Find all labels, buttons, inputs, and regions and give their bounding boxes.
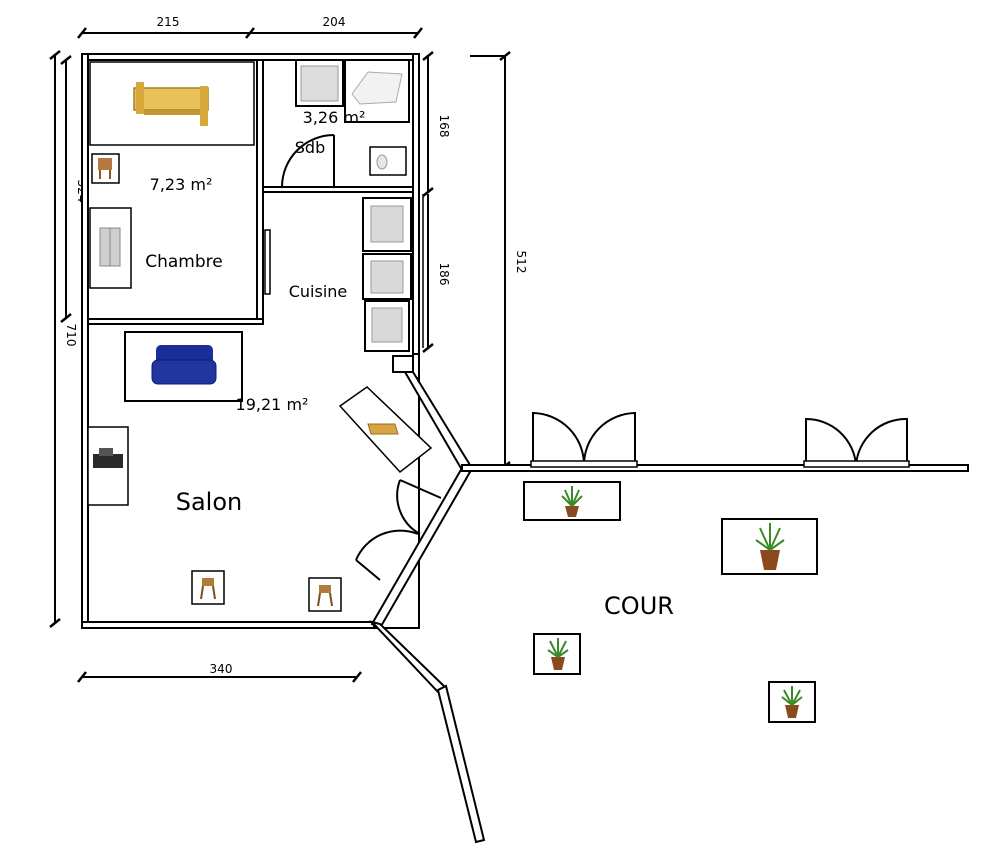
dim-right-total: 512 [514, 251, 528, 274]
kitchen-appliance-2-icon [362, 253, 412, 300]
chair-2-icon [308, 577, 342, 612]
salon-door-lower [355, 529, 419, 581]
dimension-lines [49, 27, 511, 683]
nightstand-icon [91, 153, 120, 184]
cour-double-door-left [532, 411, 636, 466]
plant-2-icon [721, 518, 818, 575]
salon-name: Salon [176, 488, 243, 516]
washing-machine-icon [295, 59, 344, 107]
dim-left-total: 710 [64, 324, 78, 347]
doors [264, 134, 910, 581]
dim-right-sdb: 168 [437, 115, 451, 138]
bed-icon [89, 61, 255, 146]
kitchen-appliance-3-icon [364, 300, 410, 352]
cour-double-door-right [805, 417, 908, 466]
sideboard-icon [338, 386, 433, 474]
plant-4-icon [768, 681, 816, 723]
tv-icon [87, 426, 129, 506]
sdb-name: Sdb [295, 138, 325, 157]
dim-right-kitchen: 186 [437, 263, 451, 286]
cour-name: COUR [604, 592, 674, 620]
chambre-area: 7,23 m² [150, 175, 213, 194]
plant-1-icon [523, 481, 621, 521]
chambre-name: Chambre [145, 252, 223, 272]
sdb-area: 3,26 m² [303, 108, 366, 127]
kitchen-appliance-1-icon [362, 197, 412, 252]
sink-icon [344, 59, 410, 123]
walls [81, 53, 969, 844]
salon-area: 19,21 m² [236, 395, 309, 414]
dim-top-left: 215 [157, 15, 180, 29]
dim-bottom: 340 [210, 662, 233, 676]
dim-top-right: 204 [323, 15, 346, 29]
plant-3-icon [533, 633, 581, 675]
toilet-icon [369, 146, 407, 176]
salon-door-upper [396, 479, 442, 535]
sofa-icon [124, 331, 243, 402]
cuisine-name: Cuisine [289, 282, 348, 301]
chair-1-icon [191, 570, 225, 605]
sdb-door [281, 134, 335, 188]
wardrobe-icon [89, 207, 132, 289]
